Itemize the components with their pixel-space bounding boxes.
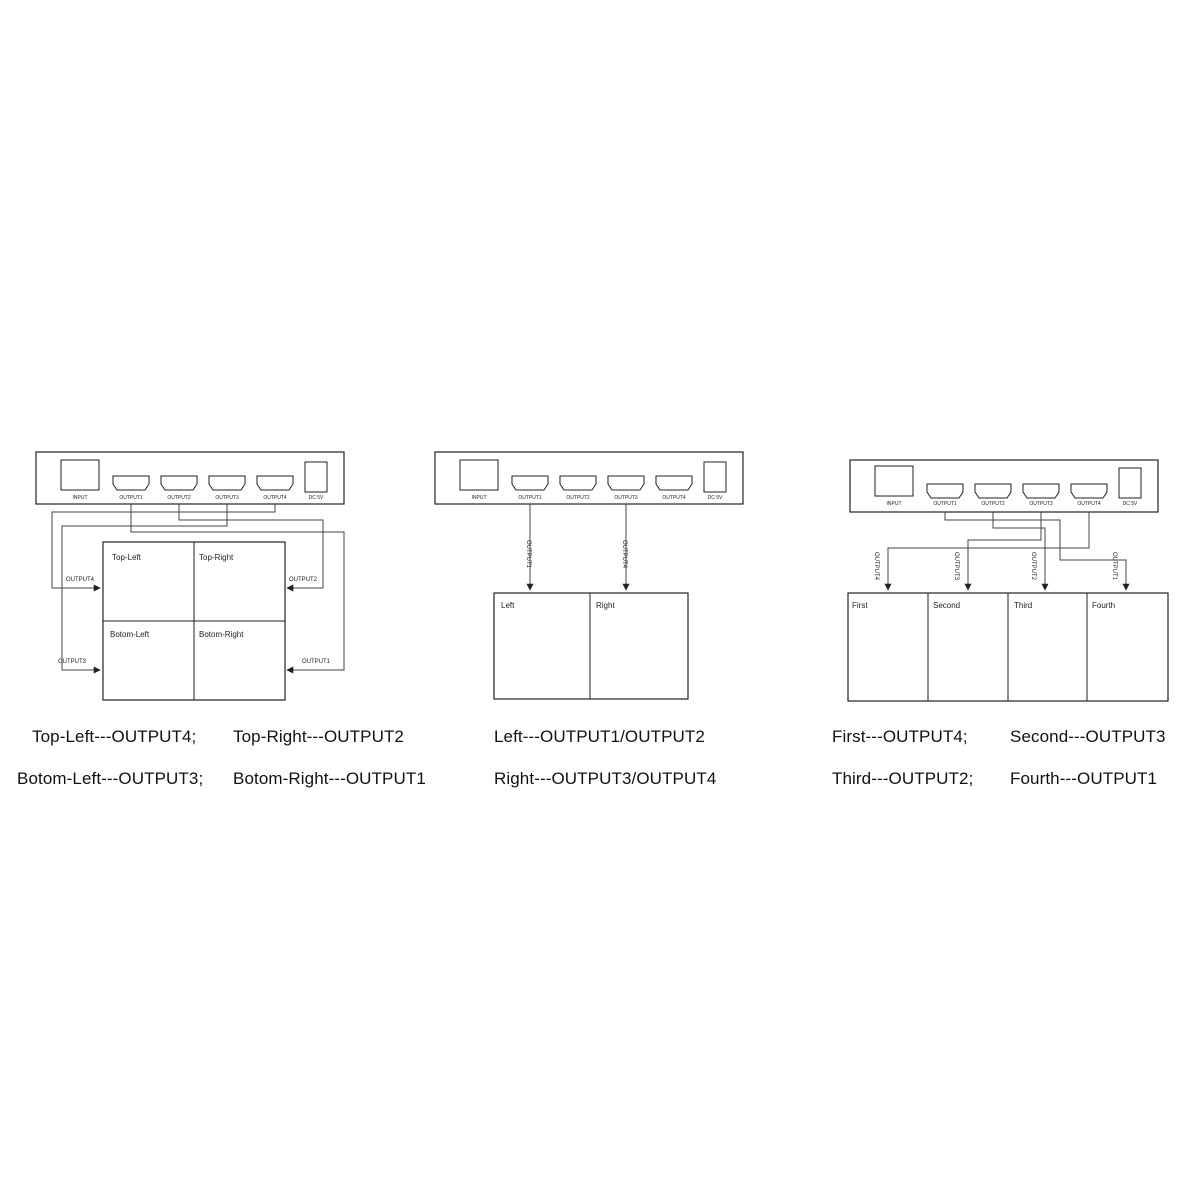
device-box: INPUT OUTPUT1 OUTPUT2 OUTPUT3 OUTPUT4 DC…: [434, 451, 744, 505]
mapping-quad-line2-left: Botom-Left---OUTPUT3;: [17, 769, 204, 788]
mapping-halves-line1: Left---OUTPUT1/OUTPUT2: [494, 727, 705, 746]
port-label-output3: OUTPUT3: [1029, 501, 1053, 507]
port-label-output3: OUTPUT3: [215, 495, 239, 501]
cell-first: First: [852, 601, 868, 610]
mapping-columns-line1-right: Second---OUTPUT3: [1010, 727, 1166, 746]
cell-bottom-right: Botom-Right: [199, 630, 244, 639]
hdmi-port-output3: [1022, 483, 1060, 499]
cell-top-left: Top-Left: [112, 553, 142, 562]
arrow-label-left: OUTPUT1: [525, 540, 531, 569]
hdmi-port-output4: [256, 475, 294, 491]
port-label-output1: OUTPUT1: [119, 495, 143, 501]
cell-bottom-left: Botom-Left: [110, 630, 150, 639]
diagram-quad: INPUT OUTPUT1 OUTPUT2 OUTPUT3 OUTPUT4 DC…: [35, 451, 345, 701]
power-port-label: DC 5V: [309, 495, 324, 501]
device-box: INPUT OUTPUT1 OUTPUT2 OUTPUT3 OUTPUT4 DC…: [35, 451, 345, 505]
mapping-columns-line2-left: Third---OUTPUT2;: [832, 769, 974, 788]
mapping-quad-line1-right: Top-Right---OUTPUT2: [233, 727, 404, 746]
arrow-label-second: OUTPUT3: [953, 552, 959, 581]
power-port: [703, 461, 727, 493]
port-label-output1: OUTPUT1: [518, 495, 542, 501]
arrow-label-top-right: OUTPUT2: [289, 577, 318, 583]
hdmi-port-output4: [655, 475, 693, 491]
cell-right: Right: [596, 601, 615, 610]
hdmi-port-output2: [160, 475, 198, 491]
mapping-quad-line2-right: Botom-Right---OUTPUT1: [233, 769, 426, 788]
connection-lines: [526, 504, 630, 591]
connection-lines: [884, 512, 1130, 591]
arrow-label-right: OUTPUT4: [621, 540, 627, 569]
mapping-columns-line1-left: First---OUTPUT4;: [832, 727, 968, 746]
hdmi-port-output1: [926, 483, 964, 499]
cell-fourth: Fourth: [1092, 601, 1115, 610]
input-port-label: INPUT: [887, 501, 902, 507]
port-label-output1: OUTPUT1: [933, 501, 957, 507]
input-port-label: INPUT: [472, 495, 487, 501]
input-port-label: INPUT: [73, 495, 88, 501]
power-port: [304, 461, 328, 493]
port-label-output2: OUTPUT2: [566, 495, 590, 501]
cell-top-right: Top-Right: [199, 553, 234, 562]
arrow-label-fourth: OUTPUT1: [1111, 552, 1117, 581]
arrow-label-bottom-right: OUTPUT1: [302, 659, 331, 665]
input-port: [874, 465, 914, 497]
port-label-output4: OUTPUT4: [1077, 501, 1101, 507]
cell-second: Second: [933, 601, 960, 610]
cell-left: Left: [501, 601, 515, 610]
port-label-output2: OUTPUT2: [981, 501, 1005, 507]
screen-columns: [847, 592, 1169, 702]
mapping-columns-line2-right: Fourth---OUTPUT1: [1010, 769, 1158, 788]
mapping-quad-line1-left: Top-Left---OUTPUT4;: [32, 727, 197, 746]
hdmi-port-output1: [112, 475, 150, 491]
screen-quad: [102, 541, 286, 701]
arrow-label-first: OUTPUT4: [873, 552, 879, 581]
hdmi-port-output4: [1070, 483, 1108, 499]
device-box: INPUT OUTPUT1 OUTPUT2 OUTPUT3 OUTPUT4 DC…: [849, 459, 1159, 513]
arrow-label-third: OUTPUT2: [1030, 552, 1036, 581]
input-port: [459, 459, 499, 491]
arrow-label-top-left: OUTPUT4: [66, 577, 95, 583]
power-port-label: DC 5V: [708, 495, 723, 501]
cell-third: Third: [1014, 601, 1032, 610]
port-label-output4: OUTPUT4: [662, 495, 686, 501]
hdmi-port-output3: [208, 475, 246, 491]
power-port: [1118, 467, 1142, 499]
hdmi-port-output1: [511, 475, 549, 491]
diagram-columns: INPUT OUTPUT1 OUTPUT2 OUTPUT3 OUTPUT4 DC…: [847, 459, 1169, 702]
arrow-label-bottom-left: OUTPUT3: [58, 659, 87, 665]
power-port-label: DC 5V: [1123, 501, 1138, 507]
diagram-halves: INPUT OUTPUT1 OUTPUT2 OUTPUT3 OUTPUT4 DC…: [434, 451, 744, 700]
hdmi-port-output3: [607, 475, 645, 491]
hdmi-port-output2: [559, 475, 597, 491]
mapping-halves-line2: Right---OUTPUT3/OUTPUT4: [494, 769, 717, 788]
port-label-output3: OUTPUT3: [614, 495, 638, 501]
hdmi-port-output2: [974, 483, 1012, 499]
connection-lines: [51, 504, 345, 674]
port-label-output4: OUTPUT4: [263, 495, 287, 501]
screen-halves: [493, 592, 689, 700]
input-port: [60, 459, 100, 491]
port-label-output2: OUTPUT2: [167, 495, 191, 501]
